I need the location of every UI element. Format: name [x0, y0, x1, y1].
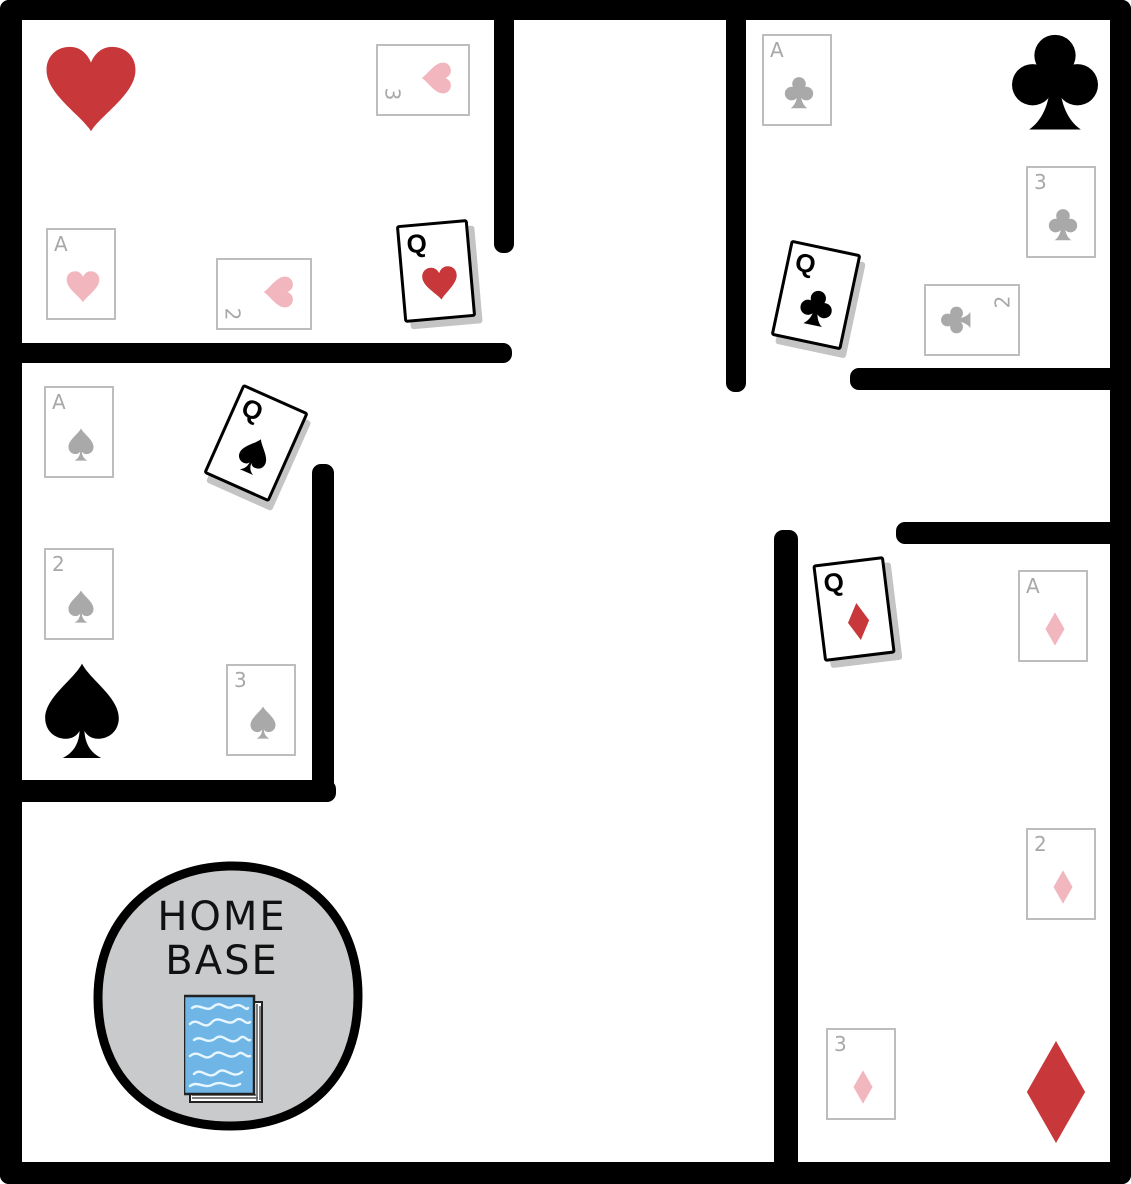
wall-diamonds-top [896, 522, 1131, 544]
card-2-diamonds[interactable]: 2 [1026, 828, 1096, 920]
card-rank: 2 [220, 308, 244, 321]
card-rank: A [54, 232, 68, 256]
card-a-spades[interactable]: A [44, 386, 114, 478]
club-icon [795, 286, 838, 331]
wall-spades-bottom [0, 780, 336, 802]
card-rank: Q [792, 246, 818, 281]
card-3-clubs[interactable]: 3 [1026, 166, 1096, 258]
card-rank: 3 [380, 88, 404, 101]
home-base-label-line1: HOME [92, 894, 352, 940]
club-icon [1046, 208, 1080, 242]
outer-wall-bottom [0, 1162, 1131, 1184]
spade-icon [64, 428, 98, 462]
card-3-hearts[interactable]: 3 [376, 44, 470, 116]
card-rank: 2 [52, 552, 65, 576]
card-rank: 3 [834, 1032, 847, 1056]
heart-icon [262, 276, 294, 308]
spade-icon [246, 706, 280, 740]
spade-icon [229, 431, 277, 480]
heart-icon [44, 46, 138, 134]
wall-hearts-right [494, 0, 514, 253]
wall-spades-right [312, 464, 334, 800]
club-icon [1012, 30, 1098, 136]
queen-of-clubs-card[interactable]: Q [771, 240, 862, 351]
diamond-icon [1038, 612, 1072, 646]
outer-wall-top [0, 0, 1131, 20]
wall-diamonds-left [774, 530, 798, 1184]
card-rank: 3 [234, 668, 247, 692]
card-2-hearts[interactable]: 2 [216, 258, 312, 330]
queen-of-diamonds-card[interactable]: Q [812, 556, 895, 662]
card-2-spades[interactable]: 2 [44, 548, 114, 640]
card-rank: Q [237, 392, 268, 429]
wall-hearts-bottom [0, 343, 512, 363]
wall-clubs-left [726, 0, 746, 392]
card-rank: A [770, 38, 784, 62]
diamond-icon [1024, 1040, 1088, 1144]
outer-wall-right [1110, 0, 1131, 1184]
home-base[interactable]: HOME BASE [92, 858, 364, 1134]
diamond-icon [838, 600, 878, 642]
card-rank: A [1026, 574, 1040, 598]
card-a-clubs[interactable]: A [762, 34, 832, 126]
card-rank: 3 [1034, 170, 1047, 194]
outer-wall-left [0, 0, 22, 1184]
card-rank: Q [405, 228, 428, 261]
heart-icon [66, 270, 100, 304]
diamond-icon [1046, 870, 1080, 904]
card-a-hearts[interactable]: A [46, 228, 116, 320]
card-3-spades[interactable]: 3 [226, 664, 296, 756]
club-icon [782, 76, 816, 110]
spade-icon [42, 660, 122, 764]
wall-clubs-bottom [850, 368, 1131, 390]
queen-of-hearts-card[interactable]: Q [396, 219, 476, 323]
heart-icon [420, 62, 452, 94]
card-rank: Q [822, 566, 846, 599]
home-base-label-line2: BASE [92, 938, 352, 984]
card-3-diamonds[interactable]: 3 [826, 1028, 896, 1120]
spade-icon [64, 590, 98, 624]
heart-icon [421, 263, 460, 304]
queen-of-spades-card[interactable]: Q [203, 384, 309, 503]
card-2-clubs[interactable]: 2 [924, 284, 1020, 356]
club-icon [940, 304, 972, 336]
card-deck-icon[interactable] [184, 994, 264, 1106]
card-rank: 2 [990, 296, 1014, 309]
card-rank: 2 [1034, 832, 1047, 856]
card-rank: A [52, 390, 66, 414]
diamond-icon [846, 1070, 880, 1104]
card-a-diamonds[interactable]: A [1018, 570, 1088, 662]
